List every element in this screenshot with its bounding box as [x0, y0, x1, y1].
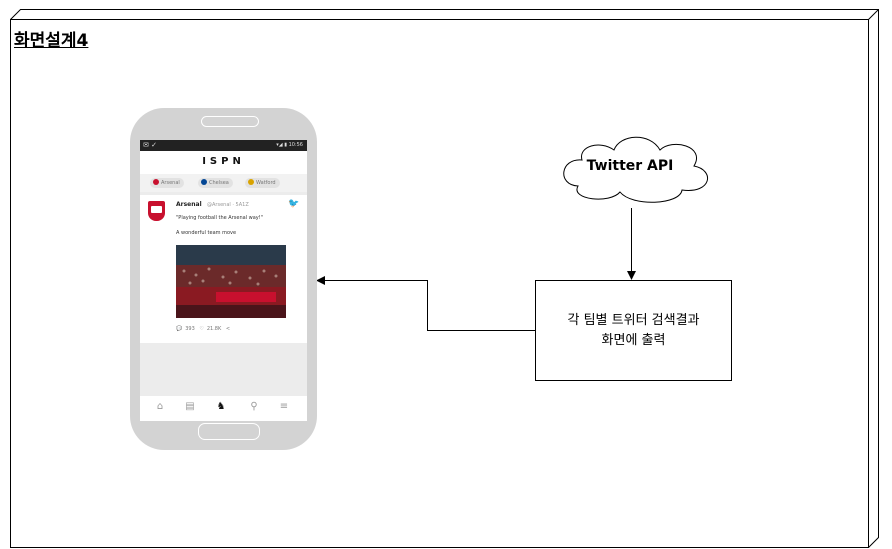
- cloud-label: Twitter API: [586, 158, 674, 174]
- process-box[interactable]: 각 팀별 트위터 검색결과 화면에 출력: [535, 280, 732, 381]
- phone-home-button[interactable]: [198, 423, 260, 440]
- tweet-actions: 💬393 ♡21.8K <: [176, 326, 233, 332]
- phone-speaker: [201, 116, 259, 127]
- twitter-bird-icon: 🐦: [288, 199, 300, 209]
- tweet-text-quote: "Playing football the Arsenal way!": [176, 215, 264, 221]
- chip-watford[interactable]: Watford: [245, 178, 280, 188]
- app-title: ISPN: [202, 156, 245, 167]
- process-box-line2: 화면에 출력: [601, 332, 666, 348]
- chip-arsenal[interactable]: Arsenal: [150, 178, 184, 188]
- reply-count: 393: [185, 326, 195, 332]
- tweet-photo[interactable]: [176, 245, 286, 318]
- cloud-shape[interactable]: [563, 136, 709, 203]
- menu-icon[interactable]: ≡: [279, 401, 289, 412]
- app-header: [140, 151, 307, 174]
- cloud-to-box-arrow: [627, 208, 636, 280]
- home-icon[interactable]: ⌂: [156, 401, 164, 412]
- status-bar: ✉ ✓ ▾◢ ▮ 10:56: [140, 140, 307, 151]
- tweet-author[interactable]: Arsenal: [176, 201, 202, 208]
- box-to-phone-arrow: [316, 276, 535, 331]
- reply-icon[interactable]: 💬: [176, 326, 183, 332]
- phone-screen: ✉ ✓ ▾◢ ▮ 10:56 ISPN Arsenal Chelsea Watf…: [140, 140, 307, 421]
- tweet-handle: @Arsenal · 5A1Z: [207, 202, 249, 208]
- like-count: 21.8K: [206, 326, 222, 332]
- watford-crest-icon: [248, 179, 254, 185]
- chip-label: Watford: [256, 180, 276, 186]
- chip-chelsea[interactable]: Chelsea: [198, 178, 233, 188]
- arsenal-badge-cannon: [151, 206, 162, 213]
- page-title: 화면설계4: [14, 31, 89, 51]
- like-icon[interactable]: ♡: [199, 326, 204, 332]
- tweet-text: A wonderful team move: [176, 230, 237, 236]
- chip-label: Chelsea: [209, 180, 229, 186]
- status-right-info: ▾◢ ▮ 10:56: [276, 142, 303, 148]
- process-box-line1: 각 팀별 트위터 검색결과: [567, 312, 700, 328]
- chelsea-crest-icon: [201, 179, 207, 185]
- page-frame: [10, 9, 879, 548]
- twitter-nav-icon[interactable]: ♞: [216, 401, 226, 412]
- list-icon[interactable]: ▤: [185, 401, 195, 412]
- arsenal-crest-icon: [153, 179, 159, 185]
- share-icon[interactable]: <: [225, 326, 231, 332]
- chip-label: Arsenal: [161, 180, 180, 186]
- bottom-nav-bar: [140, 396, 307, 421]
- search-icon[interactable]: ⚲: [250, 401, 258, 412]
- stadium-crowd-image: [176, 245, 286, 318]
- status-left-icons: ✉ ✓: [143, 141, 157, 149]
